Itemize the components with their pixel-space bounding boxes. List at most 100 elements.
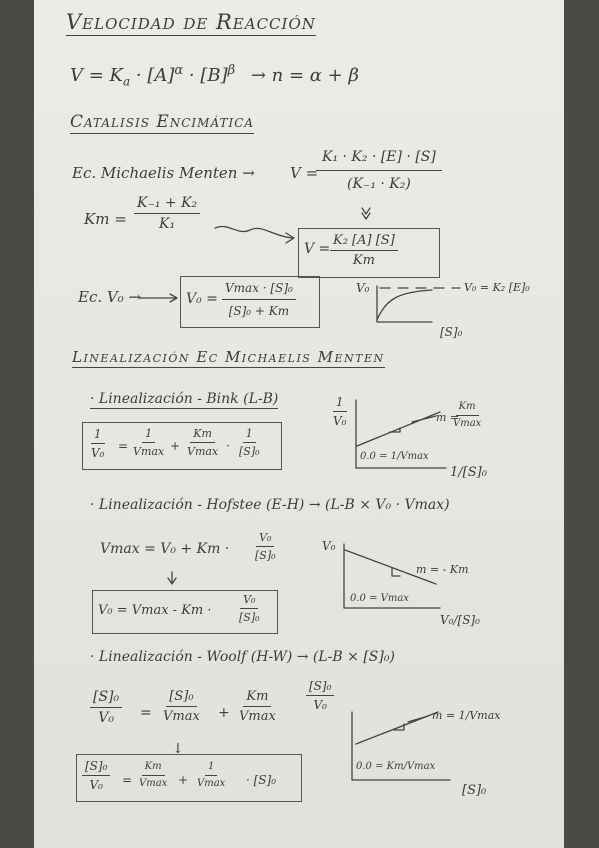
rate-law-alpha: α: [174, 63, 184, 78]
section-linear-heading: Linealización Ec Michaelis Menten: [72, 348, 385, 368]
mm-rate-fraction: K₁ · K₂ · [E] · [S] (K₋₁ · K₂): [316, 150, 442, 191]
hw-slope: m = 1/Vmax: [432, 709, 501, 722]
hw-label: · Linealización - Woolf (H-W) → (L-B × […: [90, 649, 395, 665]
lb-lhs-numerator: 1: [90, 428, 105, 444]
mm-boxed-denominator: Km: [352, 253, 375, 268]
lb-plus: +: [170, 439, 181, 453]
hw-lhs-fraction: [S]₀ V₀: [90, 690, 123, 725]
hw-down-arrow: ↓: [172, 741, 184, 757]
hw-boxed-lhs-numerator: [S]₀: [82, 760, 111, 776]
eh-boxed-lhs: V₀ = Vmax - Km ·: [98, 603, 212, 618]
hw-term2-fraction: Km Vmax: [236, 690, 279, 723]
km-fraction: K₋₁ + K₂ K₁: [134, 196, 201, 232]
hw-boxed-term2-fraction: 1 Vmax: [194, 762, 228, 789]
v0-graph-y-label: V₀: [356, 281, 370, 295]
lb-term3-denominator: [S]₀: [239, 445, 260, 458]
lb-boxed-equation: [82, 422, 282, 470]
lb-graph-y-denominator: V₀: [333, 414, 347, 428]
lb-lhs-denominator: V₀: [91, 446, 105, 460]
hw-term1-numerator: [S]₀: [166, 690, 197, 707]
lb-slope-numerator: Km: [455, 402, 479, 416]
rate-law-lhs: V = K: [70, 65, 123, 86]
hw-boxed-equals: =: [122, 773, 133, 787]
eh-line1-fraction: V₀ [S]₀: [252, 532, 279, 561]
hw-boxed-lhs-denominator: V₀: [89, 778, 103, 792]
hw-term2-numerator: Km: [243, 690, 272, 707]
hw-boxed-term2-denominator: Vmax: [197, 778, 226, 789]
hw-term1-fraction: [S]₀ Vmax: [160, 690, 203, 723]
hw-graph-y-numerator: [S]₀: [306, 680, 335, 696]
eh-graph-x-label: V₀/[S]₀: [440, 613, 480, 627]
lb-label: · Linealización - Bink (L-B): [90, 391, 279, 409]
mm-rate-numerator: K₁ · K₂ · [E] · [S]: [316, 150, 442, 171]
km-denominator: K₁: [159, 216, 176, 232]
v0-arrow: [139, 293, 178, 303]
hw-boxed-plus: +: [178, 773, 189, 787]
v0-numerator: Vmax · [S]₀: [222, 282, 296, 300]
hw-equals: =: [140, 705, 152, 721]
lb-term2-numerator: Km: [190, 428, 215, 443]
v0-fraction: Vmax · [S]₀ [S]₀ + Km: [222, 282, 296, 317]
hw-lhs-numerator: [S]₀: [90, 690, 123, 708]
section-catalysis-heading: Catalisis Encimática: [70, 112, 255, 134]
eh-boxed-fraction: V₀ [S]₀: [236, 594, 263, 623]
notebook-page: [34, 0, 564, 848]
hw-graph-y-label: [S]₀ V₀: [306, 680, 335, 712]
lb-term3-fraction: 1 [S]₀: [236, 428, 263, 457]
down-chevron: [361, 207, 371, 220]
lb-term1-fraction: 1 Vmax: [130, 428, 167, 457]
eh-label: · Linealización - Hofstee (E-H) → (L-B ×…: [90, 497, 450, 513]
lb-slope-denominator: Vmax: [453, 418, 482, 429]
eh-line1-denominator: [S]₀: [255, 549, 276, 562]
eh-slope: m = - Km: [416, 563, 469, 576]
hw-slope-triangle: [393, 723, 405, 731]
v0-graph-axes: [376, 285, 433, 323]
lb-term1-numerator: 1: [142, 428, 156, 443]
hw-boxed-term2-numerator: 1: [204, 762, 218, 776]
v0-boxed-equation: [180, 276, 320, 328]
lb-term1-denominator: Vmax: [133, 445, 165, 458]
lb-graph-y-numerator: 1: [332, 396, 347, 412]
lb-slope-lhs: m =: [436, 411, 460, 424]
wavy-arrow-head: [285, 232, 295, 244]
eh-down-arrow: [167, 571, 177, 585]
eh-intercept: 0.0 = Vmax: [350, 593, 409, 604]
rate-law-conc-b: · [B]: [188, 65, 228, 86]
v0-graph-x-label: [S]₀: [440, 325, 463, 339]
eh-line1-numerator: V₀: [256, 532, 275, 547]
eh-boxed-equation: [92, 590, 278, 634]
lb-equals: =: [118, 439, 129, 453]
hw-graph-axes: [351, 711, 451, 781]
hw-slope-pointer: [407, 715, 429, 723]
hw-boxed-equation: [76, 754, 302, 802]
lb-lhs-fraction: 1 V₀: [88, 428, 107, 459]
lb-intercept: 0.0 = 1/Vmax: [360, 451, 429, 462]
hw-boxed-term1-denominator: Vmax: [139, 778, 168, 789]
v0-graph-asymptote-label: V₀ = K₂ [E]₀: [464, 281, 530, 294]
hw-term2-denominator: Vmax: [239, 709, 276, 724]
mm-boxed-numerator: K₂ [A] [S]: [330, 234, 398, 251]
eh-graph-line: [344, 549, 437, 585]
rate-law-conc-a: · [A]: [135, 65, 175, 86]
v0-label: Ec. V₀ →: [78, 288, 142, 306]
v0-graph-curve: [376, 289, 433, 321]
mm-rate-denominator: (K₋₁ · K₂): [347, 176, 411, 192]
eh-line1-lhs: Vmax = V₀ + Km ·: [100, 541, 230, 557]
v0-lhs: V₀ =: [186, 291, 218, 307]
hw-boxed-term1-fraction: Km Vmax: [136, 762, 170, 789]
lb-graph-x-label: 1/[S]₀: [450, 465, 487, 480]
hw-boxed-lhs-fraction: [S]₀ V₀: [82, 760, 111, 792]
v0-denominator: [S]₀ + Km: [228, 304, 290, 318]
hw-graph-y-denominator: V₀: [313, 698, 327, 712]
lb-term2-fraction: Km Vmax: [184, 428, 221, 457]
lb-graph-axes: [355, 399, 447, 469]
eh-boxed-numerator: V₀: [240, 594, 259, 609]
page-title: Velocidad de Reacción: [66, 10, 316, 36]
hw-graph-x-label: [S]₀: [462, 783, 487, 798]
rate-law: V = Ka · [A]α · [B]β → n = α + β: [70, 64, 359, 88]
lb-term2-denominator: Vmax: [187, 445, 219, 458]
lb-slope-triangle: [389, 427, 401, 433]
hw-plus: +: [218, 705, 230, 721]
mm-boxed-fraction: K₂ [A] [S] Km: [330, 234, 398, 267]
